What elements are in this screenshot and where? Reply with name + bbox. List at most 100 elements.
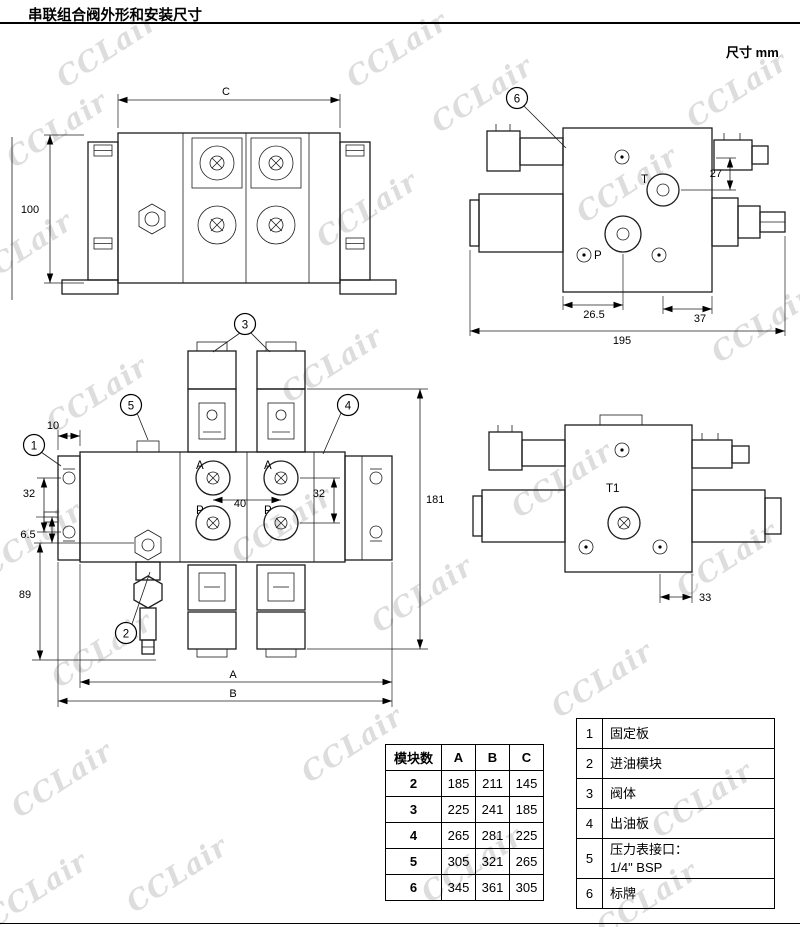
port-label-p1: P <box>196 505 204 517</box>
watermark: CCLair <box>120 829 234 920</box>
callout-1 <box>22 433 46 457</box>
callout-3-label: 3 <box>242 320 248 332</box>
port-label-p2: P <box>264 505 272 517</box>
dim-label-40: 40 <box>234 498 246 510</box>
size-table-cell: 2 <box>385 770 442 797</box>
port-label-a1: A <box>196 460 204 472</box>
size-table-cell: 185 <box>441 770 476 797</box>
size-table-cell: 305 <box>441 848 476 875</box>
size-table-cell: 265 <box>441 822 476 849</box>
dim-label-a: A <box>229 669 237 681</box>
legend-item-number: 3 <box>576 778 603 809</box>
size-table-cell: 305 <box>509 874 544 901</box>
dim-label-33: 33 <box>699 592 711 604</box>
legend-item-number: 2 <box>576 748 603 779</box>
size-table-cell: 4 <box>385 822 442 849</box>
dim-label-32-left: 32 <box>23 488 35 500</box>
callout-5-label: 5 <box>128 401 134 413</box>
size-table-header-cell: A <box>441 744 476 771</box>
dim-label-b: B <box>229 688 236 700</box>
legend-item-number: 5 <box>576 837 603 880</box>
legend-item-number: 4 <box>576 808 603 839</box>
dim-label-89: 89 <box>19 589 31 601</box>
legend-item-number: 6 <box>576 878 603 910</box>
dim-label-26-5: 26.5 <box>583 309 604 321</box>
size-table-header-cell: 模块数 <box>385 744 442 771</box>
dim-label-181: 181 <box>426 494 444 506</box>
size-table-cell: 225 <box>441 796 476 823</box>
drawing-side-view-top: 6 T P <box>469 86 786 347</box>
drawing-front-view: C 100 <box>11 86 397 300</box>
units-label: 尺寸 <box>726 45 753 60</box>
callout-6 <box>505 86 529 110</box>
technical-drawing-canvas: C 100 6 T P <box>11 86 786 707</box>
dim-label-100: 100 <box>21 204 39 216</box>
callout-2 <box>114 621 138 645</box>
legend-item-label: 阀体 <box>602 778 775 809</box>
legend-item-label: 压力表接口： 1/4" BSP <box>602 837 775 880</box>
units-value: mm <box>755 45 779 60</box>
port-label-t: T <box>641 174 648 186</box>
size-table-cell: 345 <box>441 874 476 901</box>
dim-label-37: 37 <box>694 313 706 325</box>
dim-label-10: 10 <box>47 420 59 432</box>
port-label-p: P <box>594 250 602 262</box>
drawing-side-view-bottom: T1 33 <box>472 414 782 604</box>
port-label-t1: T1 <box>606 483 619 495</box>
callout-3 <box>233 312 257 336</box>
legend-item-label: 出油板 <box>602 808 775 839</box>
size-table-cell: 185 <box>509 796 544 823</box>
size-table-cell: 145 <box>509 770 544 797</box>
dim-label-6-5: 6.5 <box>20 529 35 541</box>
top-rule <box>0 22 800 24</box>
size-table-cell: 321 <box>475 848 510 875</box>
legend-item-label: 进油模块 <box>602 748 775 779</box>
callout-1-label: 1 <box>31 441 37 453</box>
units-note: 尺寸 mm <box>726 42 779 61</box>
size-table-cell: 225 <box>509 822 544 849</box>
size-table-header-cell: B <box>475 744 510 771</box>
size-table-cell: 6 <box>385 874 442 901</box>
callout-6-label: 6 <box>514 94 520 106</box>
bottom-rule <box>0 923 800 924</box>
watermark: CCLair <box>5 734 119 825</box>
dim-label-27: 27 <box>710 168 722 180</box>
size-table-cell: 361 <box>475 874 510 901</box>
dim-label-c: C <box>222 86 230 98</box>
size-table-cell: 265 <box>509 848 544 875</box>
size-table-cell: 211 <box>475 770 510 797</box>
legend-item-label: 标牌 <box>602 878 775 910</box>
callout-5 <box>119 393 143 417</box>
callout-4 <box>336 393 360 417</box>
dim-label-195: 195 <box>613 335 631 347</box>
port-label-a2: A <box>264 460 272 472</box>
callout-4-label: 4 <box>345 401 352 413</box>
drawing-front-view-bottom: 3 5 4 1 <box>19 312 444 707</box>
dim-label-32-right: 32 <box>313 488 325 500</box>
legend-item-number: 1 <box>576 718 603 749</box>
callout-2-label: 2 <box>123 629 129 641</box>
size-table-cell: 5 <box>385 848 442 875</box>
page-title: 串联组合阀外形和安装尺寸 <box>28 8 202 24</box>
legend-item-label: 固定板 <box>602 718 775 749</box>
size-table-cell: 281 <box>475 822 510 849</box>
size-table-header-cell: C <box>509 744 544 771</box>
size-table-cell: 3 <box>385 796 442 823</box>
